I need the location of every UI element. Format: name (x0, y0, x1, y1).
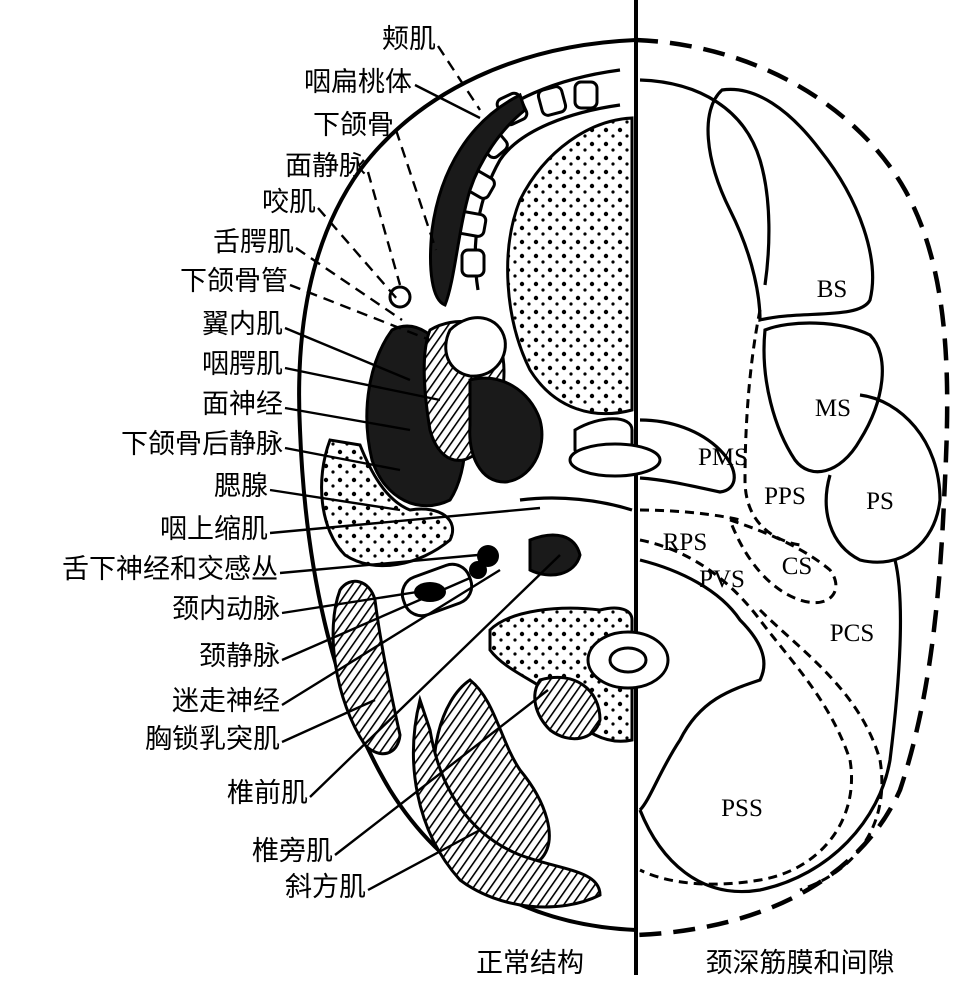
label-rps: RPS (663, 529, 707, 556)
label-pps: PPS (764, 483, 806, 510)
label-facial-vein: 面静脉 (285, 151, 366, 182)
label-jugular-vein: 颈静脉 (199, 641, 280, 672)
perivertebral-dashed (639, 538, 853, 886)
parotid-gland (320, 438, 454, 568)
label-pvs: PVS (699, 566, 745, 593)
label-medial-pterygoid: 翼内肌 (202, 309, 283, 340)
label-cs: CS (782, 553, 813, 580)
mandible-inner-band (473, 103, 621, 291)
right-vertebra-outline (638, 558, 766, 812)
label-pss: PSS (721, 795, 763, 822)
palatopharyngeus-muscle (468, 376, 544, 484)
buccinator-muscle (429, 92, 527, 307)
superior-constrictor (519, 496, 633, 512)
facial-vein (388, 285, 412, 309)
label-bs: BS (817, 276, 848, 303)
right-title: 颈深筋膜和间隙 (706, 948, 895, 979)
left-title: 正常结构 (476, 948, 584, 979)
pharyngeal-tonsil (444, 316, 507, 378)
parapharyngeal-dashed (743, 309, 801, 547)
label-palatopharyngeus: 咽腭肌 (202, 349, 283, 380)
label-mandibular-canal: 下颌骨管 (180, 266, 288, 297)
label-parotid: 腮腺 (214, 471, 268, 502)
label-palatoglossus: 舌腭肌 (213, 227, 294, 258)
trapezius-muscle (412, 694, 602, 909)
right-lower-outline (638, 559, 903, 893)
carotid-space (727, 517, 838, 605)
right-outer-fascia (635, 37, 950, 938)
oral-cavity (506, 116, 634, 416)
label-internal-carotid: 颈内动脉 (172, 594, 280, 625)
label-vagus-nerve: 迷走神经 (172, 686, 280, 717)
label-prevertebral: 椎前肌 (227, 778, 308, 809)
label-superior-constrictor: 咽上缩肌 (160, 514, 268, 545)
pharynx (568, 442, 662, 478)
label-paravertebral: 椎旁肌 (252, 836, 333, 867)
label-pms: PMS (698, 444, 748, 471)
parotid-space (824, 393, 942, 564)
label-ps: PS (866, 488, 894, 515)
label-pharyngeal-tonsil: 咽扁桃体 (304, 67, 412, 98)
label-retromandibular-vein: 下颌骨后静脉 (121, 429, 283, 460)
label-mandible: 下颌骨 (313, 110, 394, 141)
label-sternocleidomastoid: 胸锁乳突肌 (145, 724, 280, 755)
right-mandible-band (639, 78, 771, 286)
retropharyngeal-dashed (639, 508, 741, 522)
label-masseter: 咬肌 (262, 187, 316, 218)
buccal-space-outline (706, 87, 875, 323)
label-facial-nerve: 面神经 (202, 389, 283, 420)
label-trapezius: 斜方肌 (285, 872, 366, 903)
pharyngeal-mucosal-space (639, 418, 736, 494)
paravertebral-muscle-2 (533, 675, 602, 741)
masticator-space (762, 321, 884, 474)
label-hypoglossal-sympathetic: 舌下神经和交感丛 (62, 554, 278, 585)
label-buccinator: 颊肌 (382, 24, 436, 55)
posterior-cervical-dashed (758, 608, 884, 892)
prevertebral-muscle (528, 533, 582, 577)
label-pcs: PCS (830, 620, 874, 647)
label-ms: MS (815, 395, 851, 422)
spinal-cord (608, 646, 648, 674)
leader-lines (269, 45, 561, 892)
vessel-cluster (400, 545, 499, 618)
